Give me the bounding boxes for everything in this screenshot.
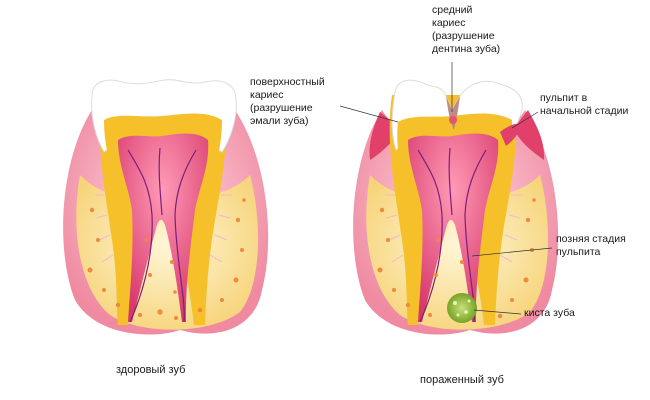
affected-gum-inflamed [369, 110, 545, 160]
affected-tooth-caption: пораженный зуб [420, 374, 504, 386]
cyst-label: киста зуба [524, 307, 575, 319]
healthy-tooth [63, 79, 269, 335]
healthy-tooth-caption: здоровый зуб [116, 364, 186, 376]
cyst-leader [473, 309, 522, 315]
early-pulpitis-leader [511, 111, 539, 129]
surface-caries-label: поверхностный кариес (разрушение эмали з… [250, 76, 325, 127]
affected-bone-spots [377, 198, 536, 319]
affected-pulp [408, 133, 499, 322]
healthy-nerve [127, 147, 197, 323]
early-pulpitis-label: пульпит в начальной стадии [540, 92, 629, 117]
healthy-pulp [118, 133, 209, 322]
medium-caries-label: средний кариес (разрушение дентина зуба) [432, 4, 501, 55]
surface-caries-leader [339, 105, 399, 123]
affected-tooth [353, 79, 559, 335]
healthy-periodontal-lines [95, 194, 232, 263]
medium-caries-spot [449, 116, 457, 124]
tooth-cyst [447, 293, 477, 323]
leader-lines [339, 62, 553, 315]
healthy-bone-spots [87, 198, 246, 320]
late-pulpitis-label: позняя стадия пульпита [556, 233, 626, 258]
medium-caries [446, 96, 460, 130]
late-pulpitis-leader [471, 247, 553, 257]
affected-periodontal-lines [385, 194, 522, 263]
early-pulpitis-area [500, 123, 522, 146]
